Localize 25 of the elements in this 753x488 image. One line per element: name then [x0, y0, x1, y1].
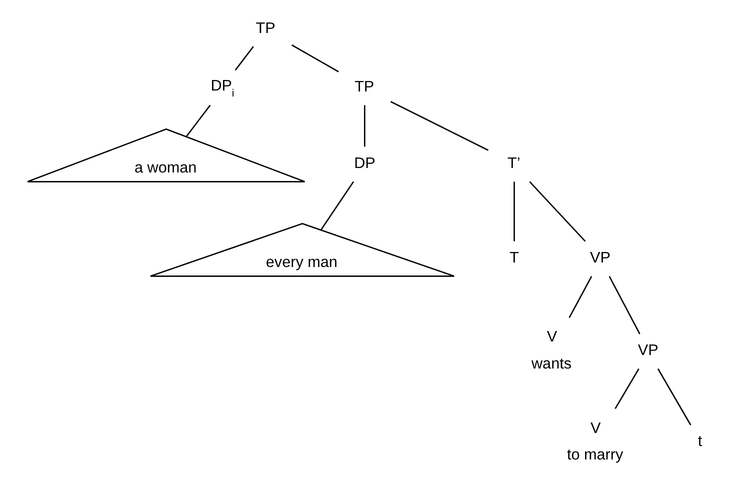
node-label: wants: [531, 356, 572, 373]
node-text: TP: [255, 20, 275, 37]
connector: [614, 368, 639, 410]
connector: [390, 101, 488, 151]
connector: [234, 46, 254, 71]
connector: [363, 105, 365, 147]
connector: [528, 181, 586, 242]
node-text: T: [508, 249, 518, 266]
node-text: t: [697, 433, 702, 450]
connector: [291, 44, 338, 72]
node-text: V: [546, 328, 557, 346]
node-text: DP: [354, 154, 375, 172]
node-text: DP$_{i}$: [210, 77, 234, 100]
connector: [185, 104, 210, 137]
node-label: to marry: [566, 446, 623, 464]
connector: [320, 181, 354, 230]
connector: [608, 276, 640, 334]
node-text: TP: [354, 78, 374, 96]
connector: [656, 368, 691, 426]
connector: [568, 276, 592, 318]
node-text: VP: [590, 249, 610, 266]
node-text: T’: [507, 154, 520, 172]
node-text: V: [590, 420, 600, 437]
node-text: VP: [637, 342, 658, 360]
connector: [513, 182, 514, 242]
